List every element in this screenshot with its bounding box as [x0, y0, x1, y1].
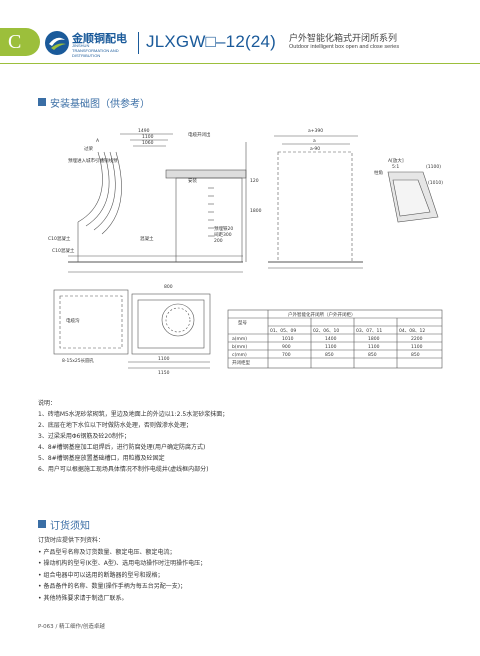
header-rule	[0, 63, 480, 64]
svg-text:2200: 2200	[411, 336, 423, 342]
note-item: 6、用户可以根据施工现场具体情况不制作电缆井(虚线框内部分)	[38, 466, 209, 473]
table-col: 01、05、09	[270, 328, 296, 334]
dim-label: 1490	[138, 128, 150, 134]
note-item: 1、砖墙M5水泥砂浆砌筑，里边及地面上的外边以1:2.5水泥砂浆抹面；	[38, 411, 229, 418]
series-title-en: Outdoor intelligent box open and close s…	[289, 44, 400, 50]
diagram-label: 混凝土	[140, 235, 154, 242]
company-logo-icon	[45, 31, 69, 55]
section-title-install: 安装基础图（供参考）	[50, 99, 150, 110]
svg-text:1010: 1010	[282, 336, 294, 342]
brand-name-en: JINSHUN TRANSFORMATION AND DISTRIBUTION	[72, 43, 119, 58]
order-item: • 其他特殊要求请于制造厂联系。	[38, 594, 128, 602]
footer-slogan: 精工细作/创造卓越	[59, 624, 105, 630]
table-row-label: c(mm)	[232, 352, 247, 358]
order-intro: 订货时应提供下列资料：	[38, 537, 105, 544]
diagram-label: 过梁	[84, 145, 93, 152]
footer: P-063 / 精工细作/创造卓越	[38, 622, 105, 630]
section-title-order: 订货须知	[50, 521, 90, 532]
table-row-label: a(mm)	[232, 336, 247, 342]
table-row-label: b(mm)	[232, 344, 247, 350]
install-diagram: 1490 1100 1060 电缆开闭出 A 过梁 预埋进入城市引槽铜线预 安装…	[48, 128, 443, 376]
note-item: 5、8#槽钢基座放置基础槽口，用粒撒及砼固定	[38, 455, 165, 462]
chapter-tab	[0, 28, 40, 56]
detail-label: A[放大]	[388, 157, 404, 164]
diagram-label: C10混凝土	[52, 247, 75, 254]
detail-label: (1010)	[428, 180, 443, 186]
svg-text:1800: 1800	[368, 336, 380, 342]
svg-text:1100: 1100	[411, 344, 423, 350]
svg-text:900: 900	[282, 344, 291, 350]
dim-label: 1150	[158, 370, 170, 376]
table-col: 03、07、11	[356, 328, 382, 334]
diagram-label: 电缆沟	[66, 317, 80, 324]
dim-label: 1100	[142, 134, 154, 140]
series-title: 户外智能化箱式开闭所系列	[289, 34, 398, 44]
note-item: 2、底层在地下水位以下时做防水处理，否则做渗水处理；	[38, 422, 192, 429]
svg-text:1100: 1100	[368, 344, 380, 350]
diagram-label: C10混凝土	[48, 235, 71, 242]
chapter-letter: C	[8, 31, 22, 53]
svg-text:1400: 1400	[325, 336, 337, 342]
svg-text:850: 850	[325, 352, 334, 358]
diagram-label: 200	[214, 238, 223, 244]
dim-label: 1060	[142, 140, 154, 146]
detail-label: (1100)	[426, 164, 441, 170]
order-item: • 产品型号名称及订货数量、额定电压、额定电流；	[38, 548, 176, 556]
order-item: • 组合电器中可以选用的断路器的型号和规格；	[38, 571, 164, 579]
order-item: • 操动机构的型号(K型、A型)、选用电动操作时注明操作电压；	[38, 560, 207, 567]
dim-label: 1800	[250, 208, 262, 214]
diagram-label: 预埋铁20	[214, 225, 233, 232]
dim-label: a	[313, 139, 316, 144]
detail-label: 柱角	[374, 169, 383, 176]
brand-name: 金顺铜配电	[72, 33, 127, 45]
table-row-label: 开闭柜型	[232, 359, 250, 366]
notes-title: 说明：	[38, 400, 57, 407]
dim-label: 1100	[158, 356, 170, 362]
note-item: 4、8#槽钢基座加工组焊后，进行防腐处理(用户确定防腐方式)	[38, 444, 206, 451]
diagram-label: 电缆开闭出	[188, 131, 211, 138]
table-header: 型号	[238, 319, 247, 326]
pencil-icon	[38, 98, 46, 106]
diagram-label: 预埋进入城市引槽铜线预	[68, 157, 118, 164]
svg-text:850: 850	[411, 352, 420, 358]
header-divider	[138, 32, 139, 54]
svg-text:850: 850	[368, 352, 377, 358]
diagram-label: 安装	[188, 177, 197, 184]
model-title: JLXGW□–12(24)	[146, 32, 277, 51]
svg-text:700: 700	[282, 352, 291, 358]
dim-label: 120	[250, 178, 259, 184]
dim-label: a-90	[310, 146, 320, 152]
diagram-label: 8-15x25长圆孔	[62, 357, 95, 364]
pencil-icon	[38, 520, 46, 528]
note-item: 3、过梁采用Φ6钢筋及砼20制作；	[38, 433, 130, 440]
page-number: P-063	[38, 624, 54, 630]
table-col: 04、08、12	[399, 328, 425, 334]
table-col: 02、06、10	[313, 328, 339, 334]
footer-sep: /	[55, 624, 60, 630]
order-info: 订货时应提供下列资料： • 产品型号名称及订货数量、额定电压、额定电流； • 操…	[38, 535, 458, 604]
svg-text:1100: 1100	[325, 344, 337, 350]
order-item: • 备品备件的名称、数量(操作手柄为每五台另配一支)；	[38, 583, 187, 590]
dim-label: 800	[164, 284, 173, 290]
notes: 说明： 1、砖墙M5水泥砂浆砌筑，里边及地面上的外边以1:2.5水泥砂浆抹面； …	[38, 398, 458, 475]
table-header: 户外智能化开闭所（户外开闭柜）	[288, 311, 356, 318]
dim-label: a+390	[308, 128, 323, 134]
detail-label: 5:1	[392, 164, 399, 170]
diagram-label: 间距300	[214, 231, 232, 238]
diagram-label: A	[96, 138, 100, 144]
